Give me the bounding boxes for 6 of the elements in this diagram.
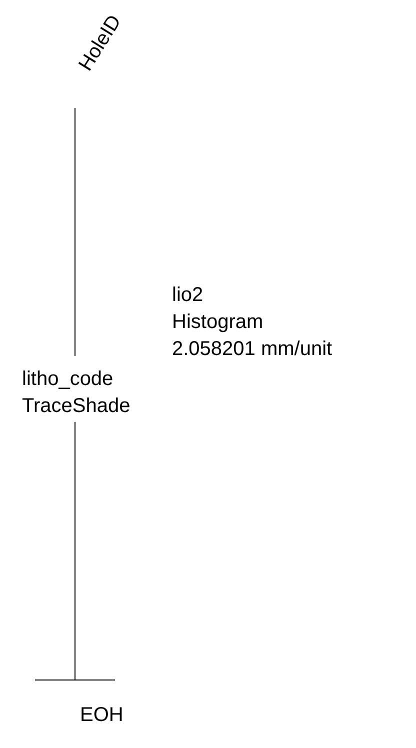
column-name: lio2 <box>172 284 204 306</box>
end-label: EOH <box>80 704 124 726</box>
column-name: litho_code <box>22 368 114 390</box>
plot-type: Histogram <box>172 311 264 333</box>
plot-type: TraceShade <box>22 395 130 417</box>
scale-label: 2.058201 mm/unit <box>172 338 332 360</box>
